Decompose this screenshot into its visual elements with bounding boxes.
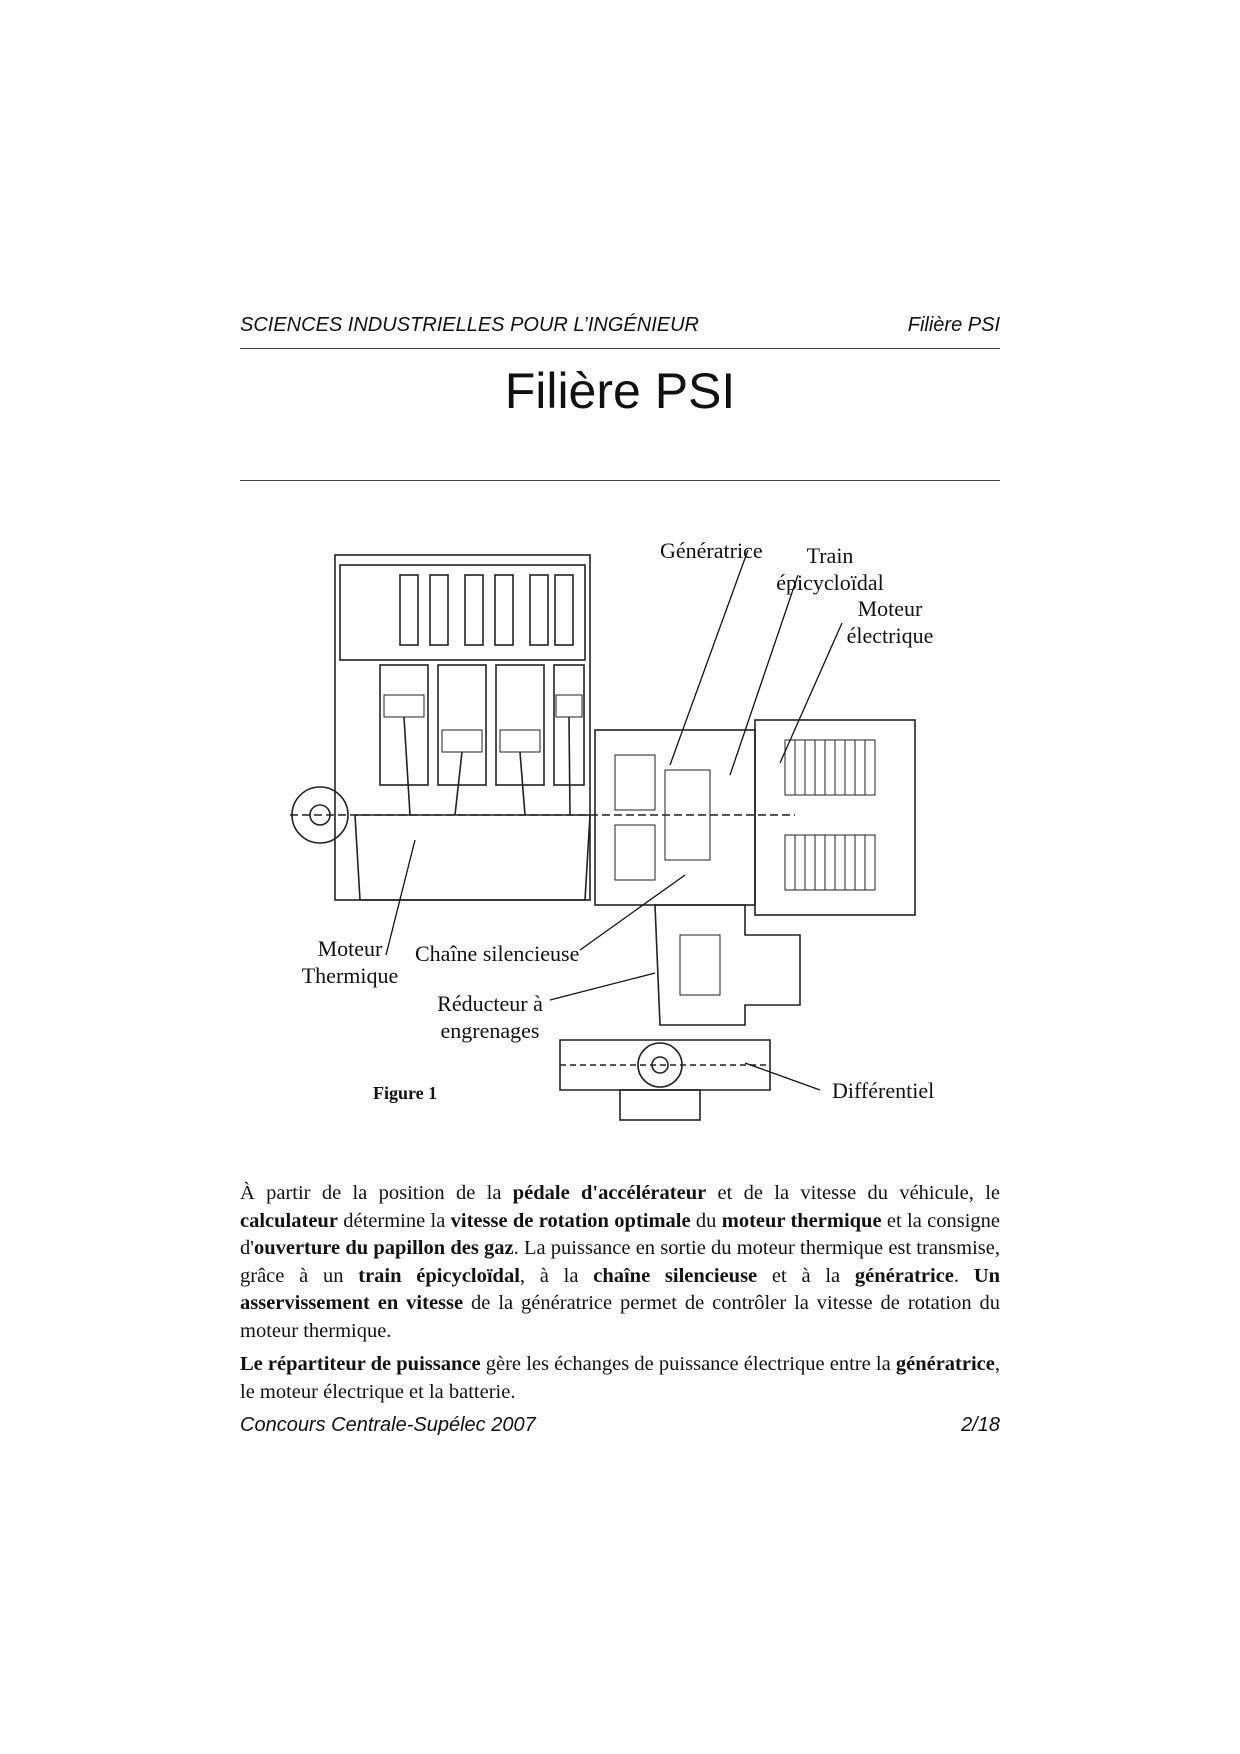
label-train-1: Train bbox=[806, 543, 854, 568]
label-reducteur-1: Réducteur à bbox=[437, 991, 543, 1016]
p1-bold-run: pédale d'accélérateur bbox=[512, 1182, 707, 1204]
label-moteur-thermique-1: Moteur bbox=[317, 936, 383, 961]
connecting-rods bbox=[403, 716, 571, 816]
p1-run: . La puissance en sortie du moteur therm… bbox=[240, 1237, 1000, 1287]
title-rule bbox=[240, 480, 1000, 481]
engine-block bbox=[334, 554, 591, 901]
p1-bold-run: train épicycloïdal bbox=[358, 1264, 520, 1287]
generator-housing bbox=[594, 729, 756, 906]
valvetrain bbox=[399, 574, 574, 646]
header-subject: SCIENCES INDUSTRIELLES POUR L’INGÉNIEUR bbox=[240, 314, 699, 336]
cylinders bbox=[379, 664, 585, 786]
p1-run: . bbox=[953, 1264, 974, 1287]
paragraph-1: À partir de la position de la pédale d'a… bbox=[240, 1180, 1000, 1345]
cylinder-head bbox=[339, 564, 586, 661]
p2-bold-run: Le répartiteur de puissance bbox=[240, 1353, 481, 1375]
engine-figure: Génératrice Train épicycloïdal Moteur él… bbox=[240, 515, 1000, 1135]
motor-windings bbox=[784, 739, 876, 891]
label-moteur-electrique-1: Moteur bbox=[857, 596, 923, 621]
label-moteur-thermique-2: Thermique bbox=[301, 963, 399, 988]
leader-lines bbox=[385, 549, 843, 1091]
p2-bold-run: génératrice bbox=[895, 1353, 995, 1375]
p1-bold-run: calculateur bbox=[240, 1209, 338, 1232]
p1-bold-run: moteur thermique bbox=[721, 1209, 882, 1232]
p2-run: gère les échanges de puissance électriqu… bbox=[480, 1353, 896, 1375]
p2-run: , le moteur électrique et la batterie. bbox=[240, 1353, 1000, 1403]
footer-contest: Concours Centrale-Supélec 2007 bbox=[240, 1414, 536, 1436]
footer-page-number: 2/18 bbox=[961, 1414, 1000, 1436]
p1-run: et la consigne d' bbox=[240, 1209, 1000, 1260]
p1-run: détermine la bbox=[337, 1209, 451, 1232]
header-rule bbox=[240, 348, 1000, 349]
pistons bbox=[383, 694, 583, 753]
p1-run: , à la bbox=[519, 1264, 594, 1287]
motor-housing bbox=[754, 719, 916, 916]
p1-bold-run: chaîne silencieuse bbox=[593, 1264, 758, 1287]
paragraph-2: Le répartiteur de puissance gère les éch… bbox=[240, 1351, 1000, 1406]
label-moteur-electrique-2: électrique bbox=[846, 623, 934, 648]
figure-caption: Figure 1 bbox=[373, 1083, 438, 1103]
page-title: Filière PSI bbox=[504, 363, 736, 419]
p1-bold-run: ouverture du papillon des gaz bbox=[253, 1237, 514, 1259]
label-train-2: épicycloïdal bbox=[776, 570, 884, 595]
label-generatrice: Génératrice bbox=[660, 538, 763, 563]
p1-bold-run: Un asservissement en vitesse bbox=[240, 1264, 1001, 1315]
p1-run: du bbox=[690, 1209, 722, 1232]
differential-housing bbox=[559, 1039, 771, 1091]
body-text: À partir de la position de la pédale d'a… bbox=[240, 1180, 1000, 1412]
label-differentiel: Différentiel bbox=[832, 1078, 935, 1103]
oil-pan bbox=[354, 814, 591, 901]
engine-cutaway-drawing bbox=[290, 549, 916, 1121]
p1-run: et de la vitesse du véhicule, le bbox=[706, 1182, 1000, 1204]
reduction-gear-housing bbox=[654, 904, 801, 1026]
p1-bold-run: vitesse de rotation optimale bbox=[450, 1209, 691, 1232]
label-chaine-silencieuse: Chaîne silencieuse bbox=[415, 941, 580, 966]
planetary-gear bbox=[664, 769, 711, 861]
p1-run: À partir de la position de la bbox=[240, 1182, 513, 1204]
p1-bold-run: génératrice bbox=[854, 1264, 954, 1287]
label-reducteur-2: engrenages bbox=[440, 1018, 540, 1043]
p1-run: et à la bbox=[757, 1264, 855, 1287]
p1-run: de la génératrice permet de contrôler la… bbox=[240, 1292, 1001, 1342]
header-track: Filière PSI bbox=[907, 314, 1000, 336]
